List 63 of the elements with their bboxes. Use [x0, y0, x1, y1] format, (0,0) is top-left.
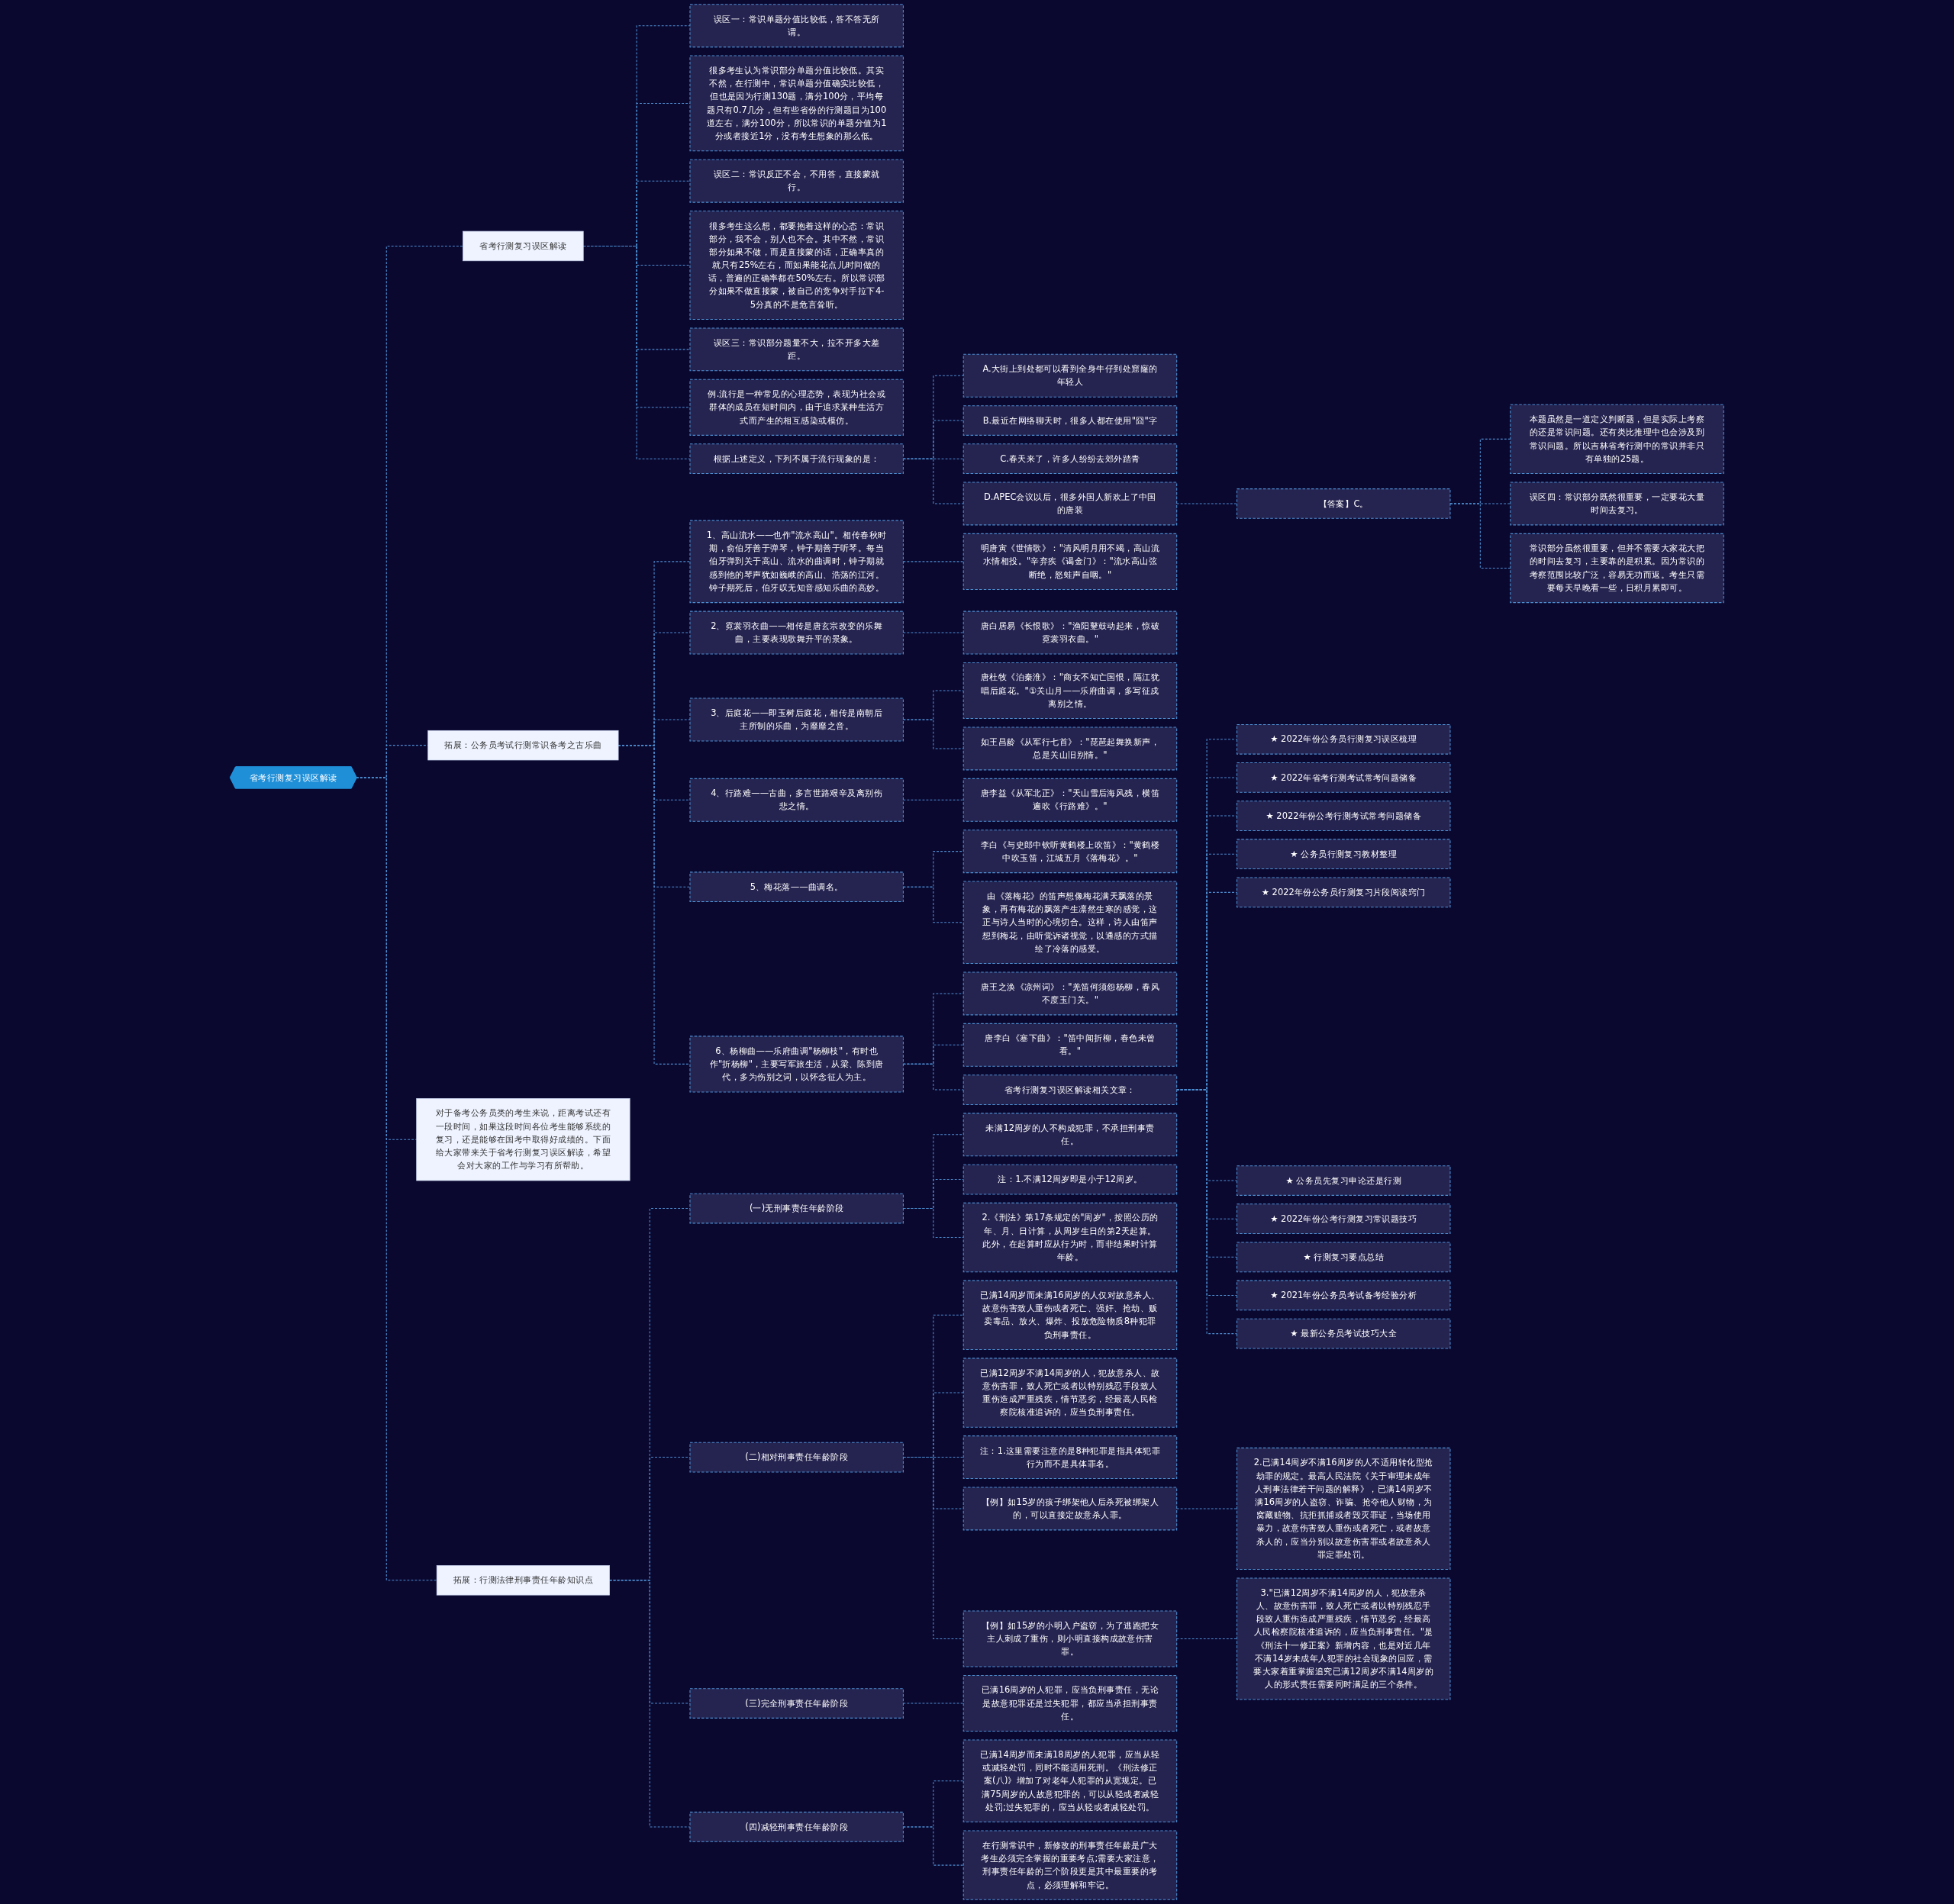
node-box — [1510, 533, 1724, 604]
node-box — [1236, 762, 1451, 793]
node-box — [463, 230, 584, 262]
node-box — [962, 353, 1178, 398]
node-box — [962, 1674, 1178, 1732]
node-box — [1510, 404, 1724, 475]
node-box — [1236, 877, 1451, 908]
node-box — [962, 778, 1178, 822]
node-box — [1236, 1577, 1451, 1700]
node-box — [962, 533, 1178, 590]
node-box — [962, 830, 1178, 874]
node-box — [1236, 1242, 1451, 1273]
node-box — [689, 520, 904, 604]
node-box — [1236, 801, 1451, 831]
node-box — [689, 871, 904, 903]
node-box — [962, 405, 1178, 436]
node-box — [689, 611, 904, 655]
node-box — [427, 730, 619, 761]
node-box — [1236, 1165, 1451, 1196]
node-box — [962, 881, 1178, 965]
node-box — [962, 1113, 1178, 1157]
node-box — [1510, 482, 1724, 526]
node-box — [416, 1098, 630, 1181]
node-box — [962, 971, 1178, 1016]
connector — [356, 777, 437, 1581]
node-box — [689, 327, 904, 372]
node-box — [689, 159, 904, 203]
node-box — [1236, 1203, 1451, 1235]
node-box — [962, 1830, 1178, 1900]
node-box — [689, 1036, 904, 1093]
node-box — [962, 1610, 1178, 1667]
node-box — [962, 1023, 1178, 1067]
node-box — [962, 1487, 1178, 1531]
node-box — [689, 778, 904, 822]
node-box — [962, 1358, 1178, 1428]
node-box — [1236, 1447, 1451, 1570]
node-box — [689, 1193, 904, 1224]
node-box — [962, 726, 1178, 771]
node-box — [689, 211, 904, 320]
node-box — [1236, 488, 1451, 519]
node-box — [962, 1435, 1178, 1480]
node-box — [962, 1280, 1178, 1350]
node-box — [962, 1074, 1178, 1105]
node-box — [962, 1739, 1178, 1823]
node-box — [436, 1565, 610, 1596]
node-box — [962, 1202, 1178, 1273]
node-box — [1236, 1280, 1451, 1311]
node-box — [689, 55, 904, 152]
node-box — [1236, 723, 1451, 755]
node-box — [689, 1442, 904, 1473]
node-box — [1236, 1318, 1451, 1349]
node-box — [689, 1812, 904, 1842]
node-box — [689, 697, 904, 742]
node-box — [1236, 839, 1451, 870]
node-box — [962, 443, 1178, 475]
node-box — [962, 662, 1178, 720]
node-box — [689, 1688, 904, 1719]
node-box — [962, 611, 1178, 655]
node-box — [689, 443, 904, 475]
node-box — [962, 482, 1178, 526]
node-box — [689, 379, 904, 436]
node-box — [689, 4, 904, 48]
node-box — [962, 1164, 1178, 1195]
